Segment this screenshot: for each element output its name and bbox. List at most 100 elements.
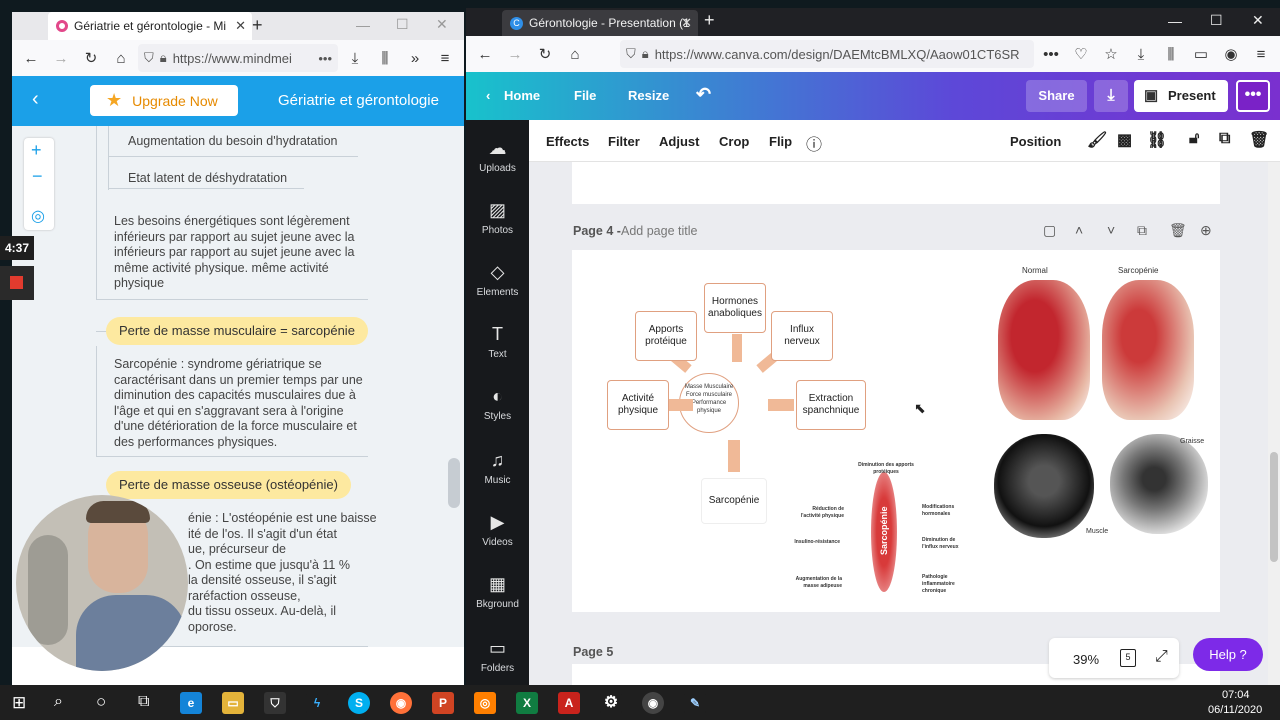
home-icon[interactable]: ⌂ (116, 49, 126, 67)
paint-icon[interactable]: ✎ (684, 692, 706, 714)
upgrade-button[interactable]: ★ Upgrade Now (90, 85, 238, 116)
overflow-icon[interactable]: » (410, 49, 420, 67)
cortana-icon[interactable]: ○ (96, 692, 107, 711)
new-tab-icon[interactable]: + (704, 10, 715, 30)
file-explorer-icon[interactable]: ▭ (222, 692, 244, 714)
page-count-badge[interactable]: 5 (1120, 649, 1136, 667)
sidebar-icon[interactable]: ▭ (1193, 46, 1209, 63)
store-icon[interactable]: ⛉ (264, 692, 286, 714)
more-icon[interactable]: ••• (318, 50, 332, 66)
node-osteo-text[interactable]: énie : L'ostéopénie est une baisse ité d… (188, 511, 377, 634)
node-sarcopenia-title[interactable]: Perte de masse musculaire = sarcopénie (106, 317, 368, 345)
sidebar-item-folders[interactable]: ▭Folders (466, 638, 529, 674)
powerpoint-icon[interactable]: P (432, 692, 454, 714)
app-bolt-icon[interactable]: ϟ (306, 692, 328, 714)
duplicate-icon[interactable]: ⧉ (1219, 130, 1231, 147)
help-button[interactable]: Help ? (1193, 638, 1263, 671)
library-icon[interactable]: ⫼ (381, 49, 389, 67)
acrobat-icon[interactable]: A (558, 692, 580, 714)
undo-icon[interactable]: ↶ (696, 84, 712, 104)
node-sarcopenia-text[interactable]: Sarcopénie : syndrome gériatrique se car… (114, 357, 363, 449)
home-icon[interactable]: ⌂ (570, 45, 580, 63)
left-address-field[interactable]: ⛉ 🔒︎ https://www.mindmei ••• (138, 44, 338, 72)
minimize-icon[interactable]: — (1168, 13, 1182, 29)
zoom-out-icon[interactable]: − (32, 166, 43, 186)
scrollbar[interactable] (1268, 162, 1280, 685)
home-chevron-icon[interactable]: ‹ (486, 88, 491, 103)
task-view-icon[interactable]: ⧉ (138, 693, 150, 710)
recorder-app-icon[interactable]: ◎ (474, 692, 496, 714)
skype-icon[interactable]: S (348, 692, 370, 714)
note-icon[interactable]: ▢ (1043, 222, 1057, 238)
trash-icon[interactable]: 🗑︎ (1249, 132, 1270, 149)
lock-icon[interactable]: 🔓︎ (1189, 130, 1200, 147)
download-icon[interactable]: ⤓ (351, 49, 359, 67)
forward-icon[interactable]: → (507, 45, 523, 63)
library-icon[interactable]: ⫼ (1167, 45, 1175, 63)
reload-icon[interactable]: ↻ (538, 46, 552, 63)
fullscreen-icon[interactable]: ⤢ (1155, 648, 1168, 665)
download-icon[interactable]: ⤓ (1094, 80, 1128, 112)
page-4[interactable]: Masse Musculaire Force musculaire Perfor… (572, 250, 1220, 612)
position-button[interactable]: Position (1010, 134, 1062, 149)
right-tab[interactable]: C Gérontologie - Presentation (1 ✕ (502, 10, 698, 36)
close-icon[interactable]: ✕ (681, 15, 692, 30)
maximize-icon[interactable]: ☐ (396, 16, 409, 32)
file-menu[interactable]: File (574, 88, 597, 103)
settings-gear-icon[interactable]: ⚙ (600, 692, 622, 714)
sidebar-item-elements[interactable]: ◇Elements (466, 262, 529, 298)
page-4-title-input[interactable]: Add page title (621, 224, 698, 238)
account-icon[interactable]: ◉ (1224, 46, 1238, 63)
adjust-button[interactable]: Adjust (659, 134, 700, 149)
chevron-down-icon[interactable]: ˅ (1107, 222, 1116, 238)
home-button[interactable]: Home (504, 88, 541, 103)
filter-button[interactable]: Filter (608, 134, 640, 149)
new-tab-icon[interactable]: + (252, 15, 263, 35)
minimize-icon[interactable]: — (356, 17, 370, 33)
center-icon[interactable]: ◎ (31, 208, 45, 225)
present-button[interactable]: ▣ Present (1134, 80, 1228, 112)
stop-button[interactable] (0, 266, 34, 300)
menu-icon[interactable]: ≡ (440, 49, 450, 67)
bookmark-star-icon[interactable]: ☆ (1104, 46, 1118, 63)
node-osteo-title[interactable]: Perte de masse osseuse (ostéopénie) (106, 471, 351, 499)
maximize-icon[interactable]: ☐ (1210, 12, 1223, 28)
firefox-icon[interactable]: ◉ (390, 692, 412, 714)
pocket-icon[interactable]: ♡ (1074, 46, 1088, 63)
more-options-icon[interactable]: ••• (1236, 80, 1270, 112)
share-button[interactable]: Share (1026, 80, 1087, 112)
menu-icon[interactable]: ≡ (1256, 45, 1266, 63)
transparency-icon[interactable]: ▩ (1117, 132, 1133, 149)
sidebar-item-music[interactable]: ♫Music (466, 450, 529, 486)
link-icon[interactable]: ⛓ (1147, 132, 1168, 149)
scrollbar-thumb[interactable] (1270, 452, 1278, 562)
chevron-left-icon[interactable]: ‹ (32, 88, 39, 110)
sidebar-item-uploads[interactable]: ☁Uploads (466, 138, 529, 174)
add-page-icon[interactable]: ⊕ (1200, 222, 1212, 238)
sidebar-item-styles[interactable]: ◐Styles (466, 386, 529, 422)
paint-roller-icon[interactable]: 🖌︎ (1087, 132, 1108, 149)
node-energy[interactable]: Les besoins énergétiques sont légèrement… (114, 214, 355, 290)
sidebar-item-photos[interactable]: ▨Photos (466, 200, 529, 236)
back-icon[interactable]: ← (23, 49, 39, 67)
close-icon[interactable]: ✕ (235, 18, 246, 33)
zoom-in-icon[interactable]: + (31, 140, 42, 160)
right-address-field[interactable]: ⛉ 🔒︎ https://www.canva.com/design/DAEMtc… (620, 40, 1034, 68)
node-hydration[interactable]: Augmentation du besoin d'hydratation (128, 134, 338, 148)
window-close-icon[interactable]: ✕ (1252, 12, 1264, 28)
sidebar-item-videos[interactable]: ▶Videos (466, 512, 529, 548)
window-close-icon[interactable]: ✕ (436, 16, 448, 32)
flip-button[interactable]: Flip (769, 134, 793, 149)
page-3-bottom[interactable] (572, 162, 1220, 204)
chevron-up-icon[interactable]: ˄ (1075, 222, 1084, 238)
back-icon[interactable]: ← (477, 45, 493, 63)
zoom-level[interactable]: 39% (1073, 652, 1100, 667)
effects-button[interactable]: Effects (546, 134, 590, 149)
forward-icon[interactable]: → (53, 49, 69, 67)
more-icon[interactable]: ••• (1043, 45, 1059, 63)
resize-menu[interactable]: Resize (628, 88, 670, 103)
media-player-icon[interactable]: ◉ (642, 692, 664, 714)
node-dehydration[interactable]: Etat latent de déshydratation (128, 171, 288, 185)
crop-button[interactable]: Crop (719, 134, 750, 149)
